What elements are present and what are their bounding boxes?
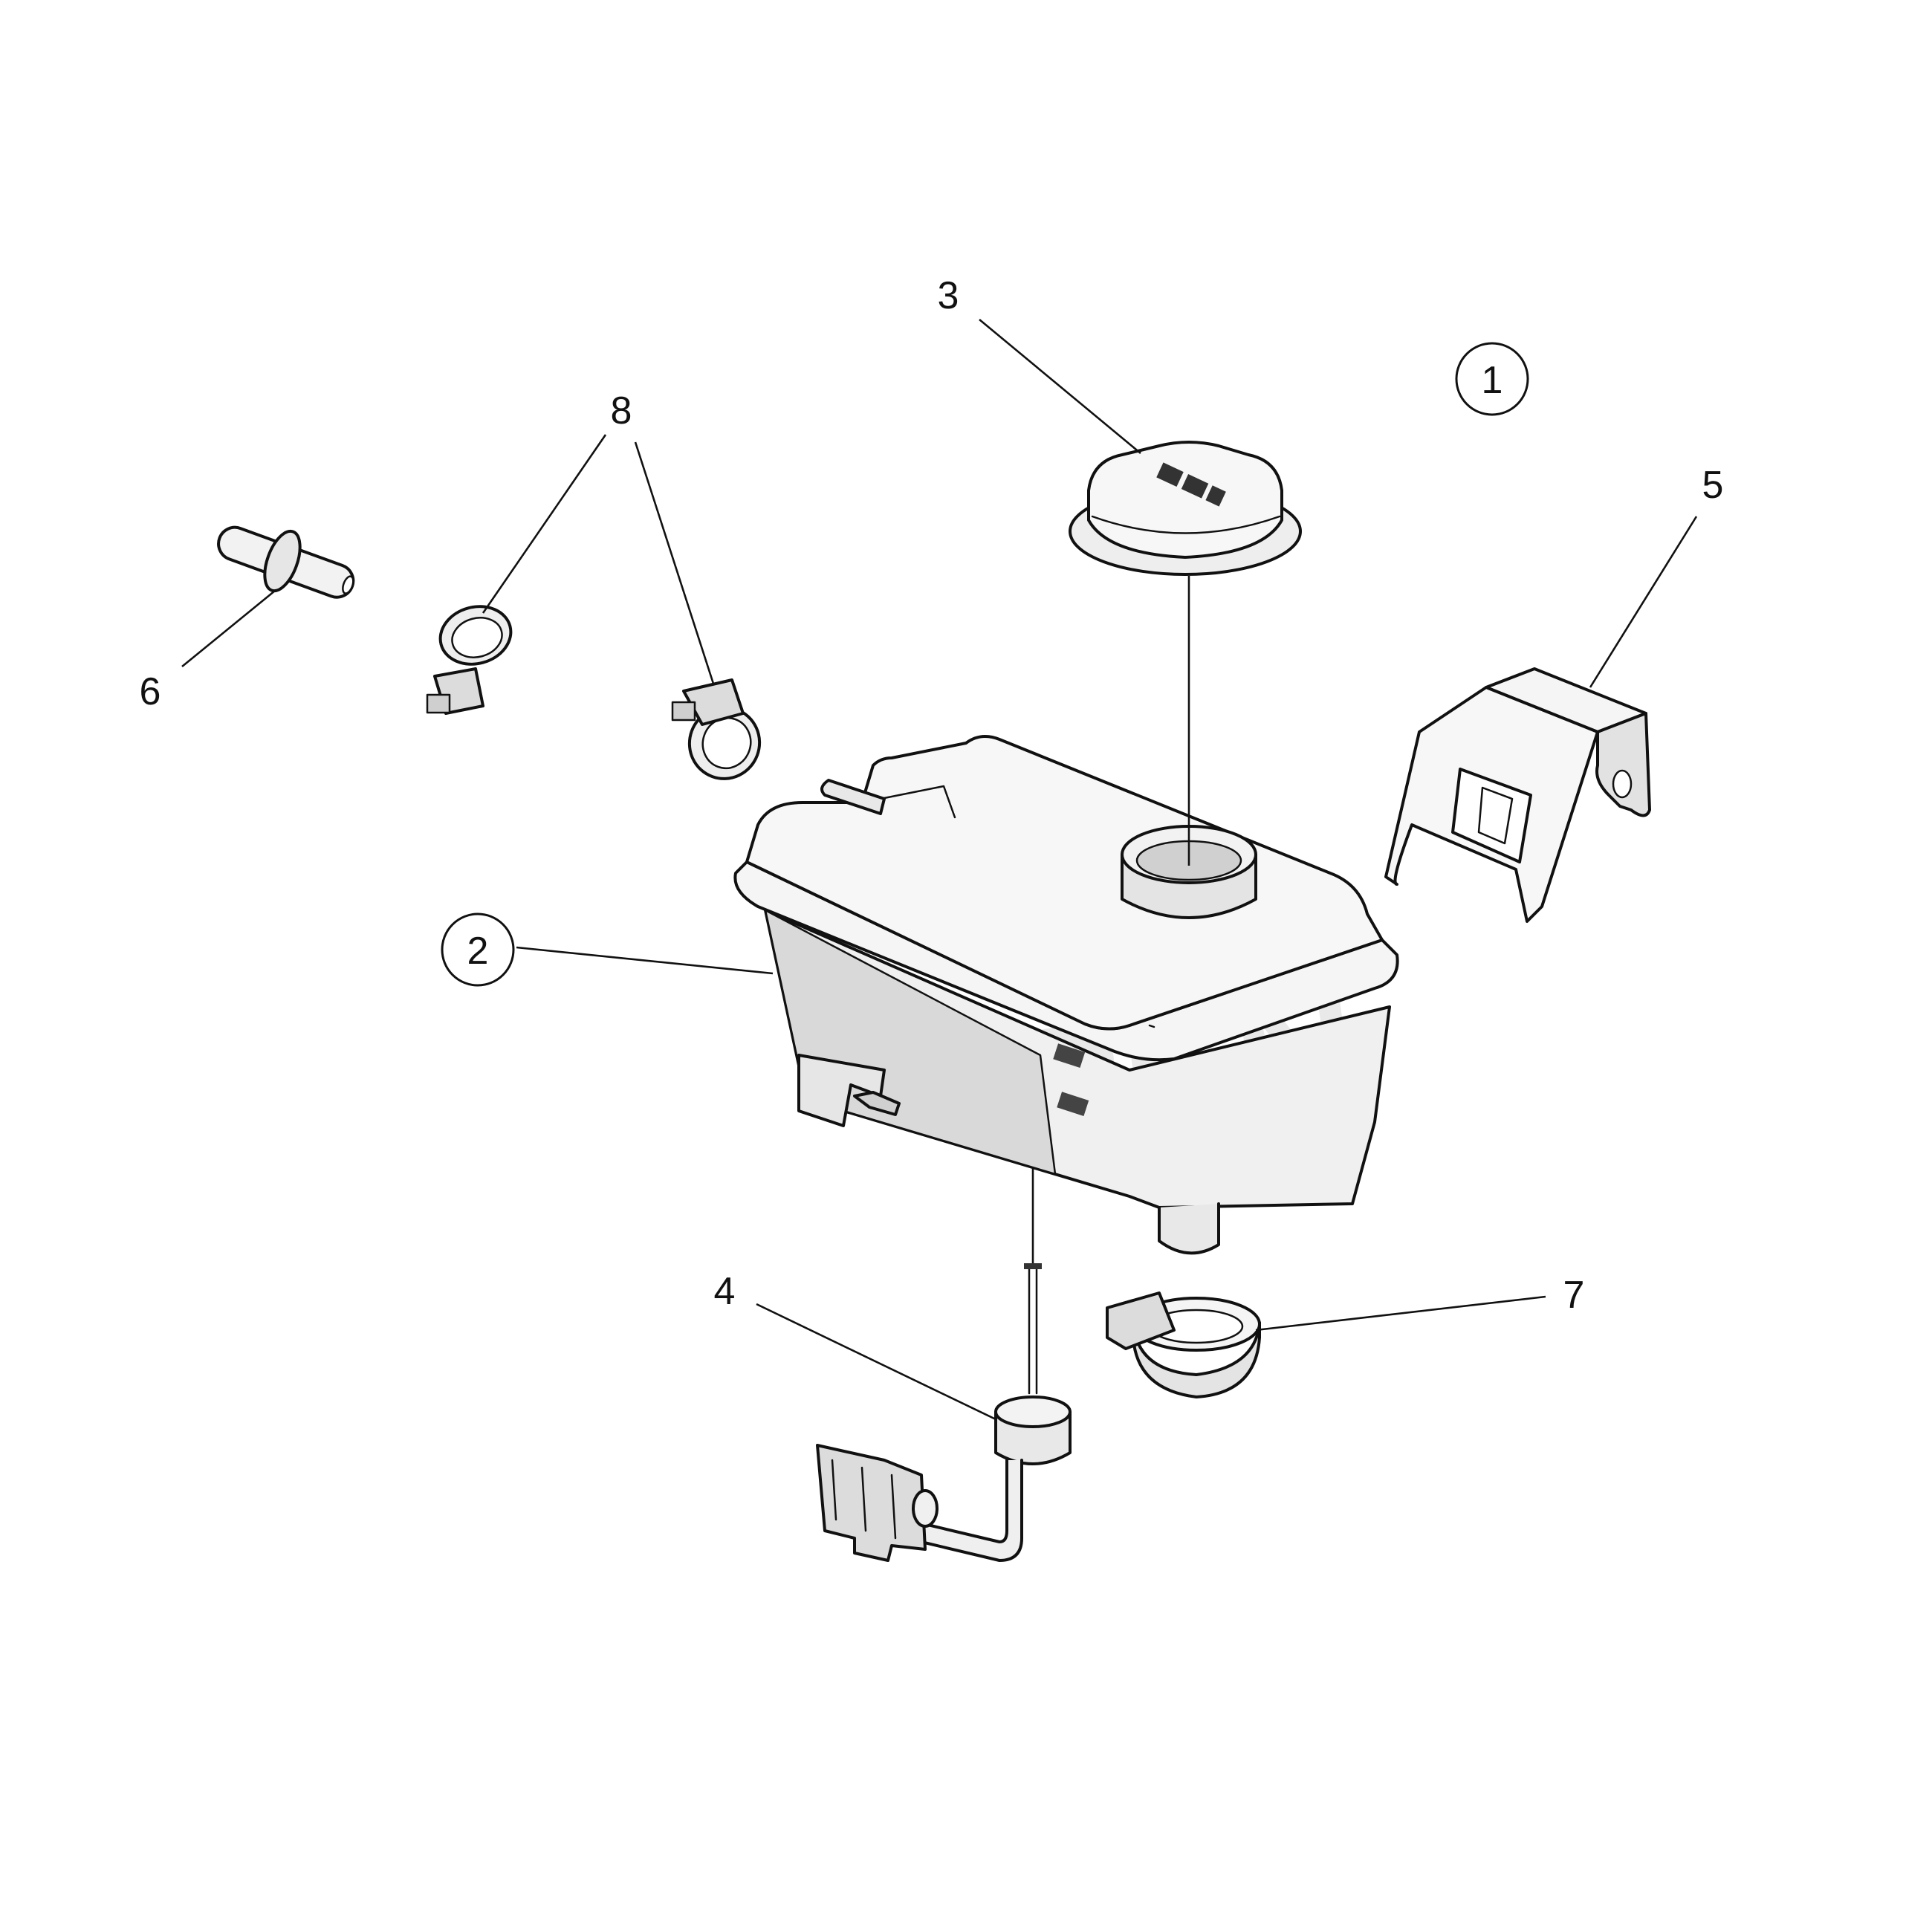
clamp8a-screw [426, 693, 451, 714]
sensor-float-top [994, 1395, 1072, 1428]
leader-8a [482, 434, 607, 614]
leader-3 [979, 318, 1141, 455]
callout-5-label: 5 [1702, 464, 1724, 507]
tank-bottom-outlet [1158, 1202, 1220, 1255]
callout-1: 1 [1455, 342, 1529, 416]
clamp8a-band-inner [451, 617, 503, 658]
expansion-tank[interactable] [733, 735, 1399, 1255]
hose-clamp-large[interactable] [1106, 1291, 1261, 1398]
filler-cap[interactable] [1069, 441, 1302, 576]
callout-3-label: 3 [938, 274, 959, 317]
clamp8b-screw [671, 701, 696, 722]
callout-2-circle [441, 912, 515, 987]
cap-body [1087, 441, 1283, 559]
bracket-back-plate [1595, 712, 1651, 817]
hose-clamp-small-left[interactable] [426, 599, 517, 715]
tank-mount-foot [797, 1054, 886, 1127]
tank-dot [1148, 1024, 1155, 1028]
callout-6-label: 6 [140, 670, 161, 713]
callout-1-label: 1 [1482, 359, 1503, 402]
mounting-bracket[interactable] [1384, 667, 1651, 923]
leader-2 [516, 946, 774, 975]
leader-5 [1589, 516, 1698, 688]
sensor-connector-detail [831, 1459, 897, 1540]
clamp8b-housing [682, 678, 745, 726]
bracket-slot-inner [1477, 786, 1514, 845]
hose-clamp-small-right[interactable] [671, 678, 770, 788]
callout-8-label: 8 [611, 389, 632, 432]
tank-top-step [860, 785, 956, 819]
callout-2: 2 [441, 912, 515, 987]
connector-end [342, 575, 354, 594]
level-sensor[interactable] [816, 1263, 1072, 1562]
connector-collar [263, 529, 302, 593]
tank-side-nipple [820, 779, 886, 815]
sensor-rod-tip [1024, 1263, 1042, 1269]
leader-8b [634, 441, 715, 684]
clamp7-housing [1106, 1291, 1176, 1350]
hose-connector[interactable] [209, 509, 363, 616]
sensor-grommet [912, 1489, 939, 1528]
cap-pressure-marking [1156, 462, 1226, 507]
tank-level-mark-min [1057, 1092, 1089, 1116]
sensor-connector [816, 1444, 927, 1562]
clamp8b-band-inner [701, 716, 752, 770]
callout-1-circle [1455, 342, 1529, 416]
leader-7 [1255, 1295, 1546, 1332]
cap-ridge [1091, 515, 1281, 534]
bracket-slot [1451, 768, 1532, 863]
callout-7-label: 7 [1563, 1274, 1585, 1317]
callout-2-label: 2 [467, 930, 489, 973]
tank-upper-body [745, 735, 1384, 1031]
leader-6 [181, 589, 276, 668]
callout-4-label: 4 [714, 1270, 736, 1313]
bracket-hole [1612, 769, 1633, 799]
tank-small-tab [853, 1091, 901, 1116]
tank-level-mark-max [1053, 1043, 1086, 1068]
leader-4 [756, 1303, 996, 1421]
